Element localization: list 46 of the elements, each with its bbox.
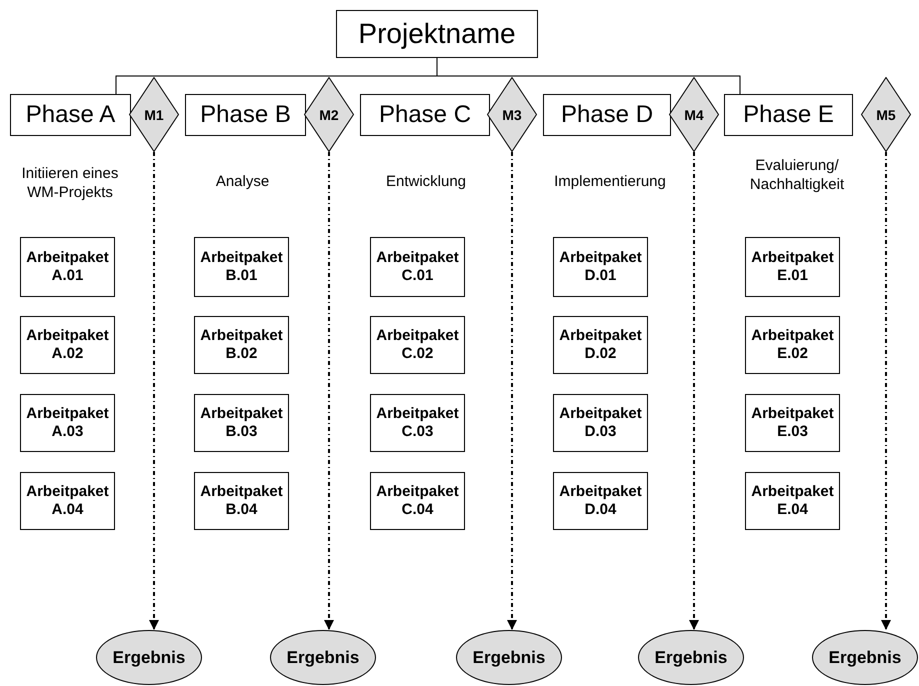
result-ellipse: Ergebnis	[96, 630, 202, 685]
arrow	[507, 152, 517, 630]
arrow	[881, 152, 891, 630]
work-package-box: Arbeitpaket C.02	[370, 316, 465, 374]
result-ellipse: Ergebnis	[812, 630, 918, 685]
milestone-diamond: M1	[129, 77, 179, 152]
phase-box: Phase A	[10, 94, 131, 136]
work-package-box: Arbeitpaket D.04	[553, 472, 648, 530]
work-package-box: Arbeitpaket D.02	[553, 316, 648, 374]
arrow	[324, 152, 334, 630]
phase-description: Initiieren eines WM-Projekts	[20, 164, 120, 202]
arrow	[689, 152, 699, 630]
phase-description: Entwicklung	[384, 172, 468, 191]
milestone-diamond: M2	[304, 77, 354, 152]
work-package-box: Arbeitpaket D.03	[553, 394, 648, 452]
result-ellipse: Ergebnis	[456, 630, 562, 685]
phase-box: Phase D	[543, 94, 671, 136]
work-package-box: Arbeitpaket E.01	[745, 237, 840, 297]
work-package-box: Arbeitpaket B.04	[194, 472, 289, 530]
work-package-box: Arbeitpaket A.01	[20, 237, 115, 297]
phase-box: Phase B	[185, 94, 306, 136]
work-package-box: Arbeitpaket A.04	[20, 472, 115, 530]
work-package-box: Arbeitpaket C.01	[370, 237, 465, 297]
work-package-box: Arbeitpaket E.03	[745, 394, 840, 452]
result-ellipse: Ergebnis	[270, 630, 376, 685]
work-package-box: Arbeitpaket B.01	[194, 237, 289, 297]
work-package-box: Arbeitpaket C.03	[370, 394, 465, 452]
milestone-diamond: M3	[487, 77, 537, 152]
work-package-box: Arbeitpaket A.02	[20, 316, 115, 374]
phase-description: Implementierung	[553, 172, 667, 191]
work-package-box: Arbeitpaket C.04	[370, 472, 465, 530]
milestone-diamond: M5	[861, 77, 911, 152]
work-package-box: Arbeitpaket D.01	[553, 237, 648, 297]
milestone-diamond: M4	[669, 77, 719, 152]
work-package-box: Arbeitpaket E.04	[745, 472, 840, 530]
project-box: Projektname	[336, 10, 538, 58]
phase-box: Phase E	[724, 94, 853, 136]
work-package-box: Arbeitpaket B.03	[194, 394, 289, 452]
phase-box: Phase C	[360, 94, 490, 136]
phase-description: Analyse	[214, 172, 270, 191]
work-package-box: Arbeitpaket E.02	[745, 316, 840, 374]
work-package-box: Arbeitpaket A.03	[20, 394, 115, 452]
arrow	[149, 152, 159, 630]
work-package-box: Arbeitpaket B.02	[194, 316, 289, 374]
phase-description: Evaluierung/ Nachhaltigkeit	[748, 156, 846, 194]
result-ellipse: Ergebnis	[638, 630, 744, 685]
